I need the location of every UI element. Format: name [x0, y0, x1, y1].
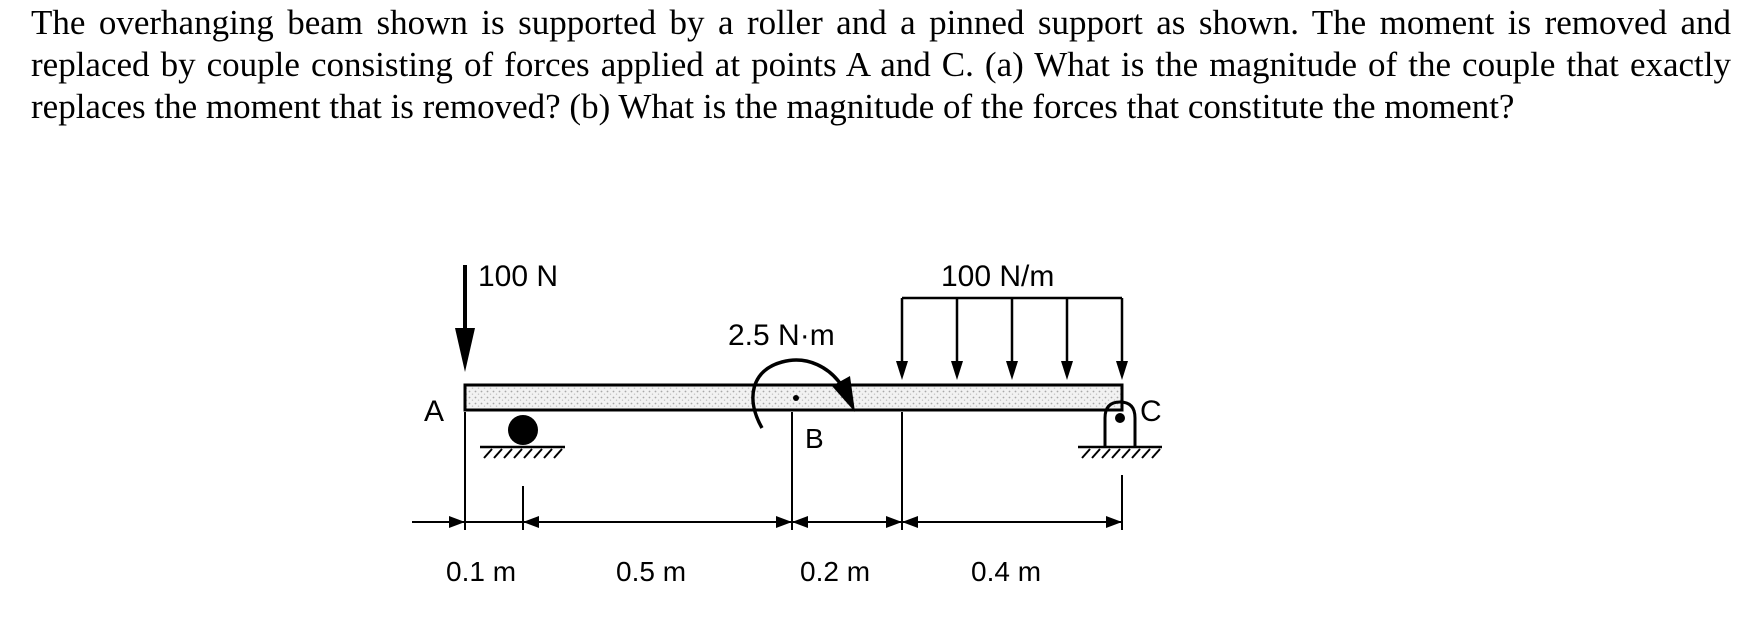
beam	[463, 383, 1124, 412]
moment-label: 2.5 N·m	[728, 319, 835, 352]
dimension-arrowheads	[449, 516, 1122, 528]
question-text: The overhanging beam shown is supported …	[31, 3, 1731, 126]
dimension-label-4: 0.4 m	[971, 556, 1041, 587]
point-b-label: B	[805, 423, 824, 454]
point-load-label: 100 N	[478, 260, 558, 293]
dimension-label-3: 0.2 m	[800, 556, 870, 587]
roller-support	[480, 415, 565, 459]
point-load-arrow	[455, 265, 475, 372]
dimension-label-1: 0.1 m	[446, 556, 516, 587]
point-c-label: C	[1140, 395, 1162, 428]
dimension-label-2: 0.5 m	[616, 556, 686, 587]
point-a-label: A	[424, 395, 444, 428]
pin-support	[1078, 400, 1162, 459]
distributed-load	[896, 296, 1128, 380]
distributed-load-label: 100 N/m	[941, 260, 1054, 293]
moment-arrow	[751, 358, 855, 429]
